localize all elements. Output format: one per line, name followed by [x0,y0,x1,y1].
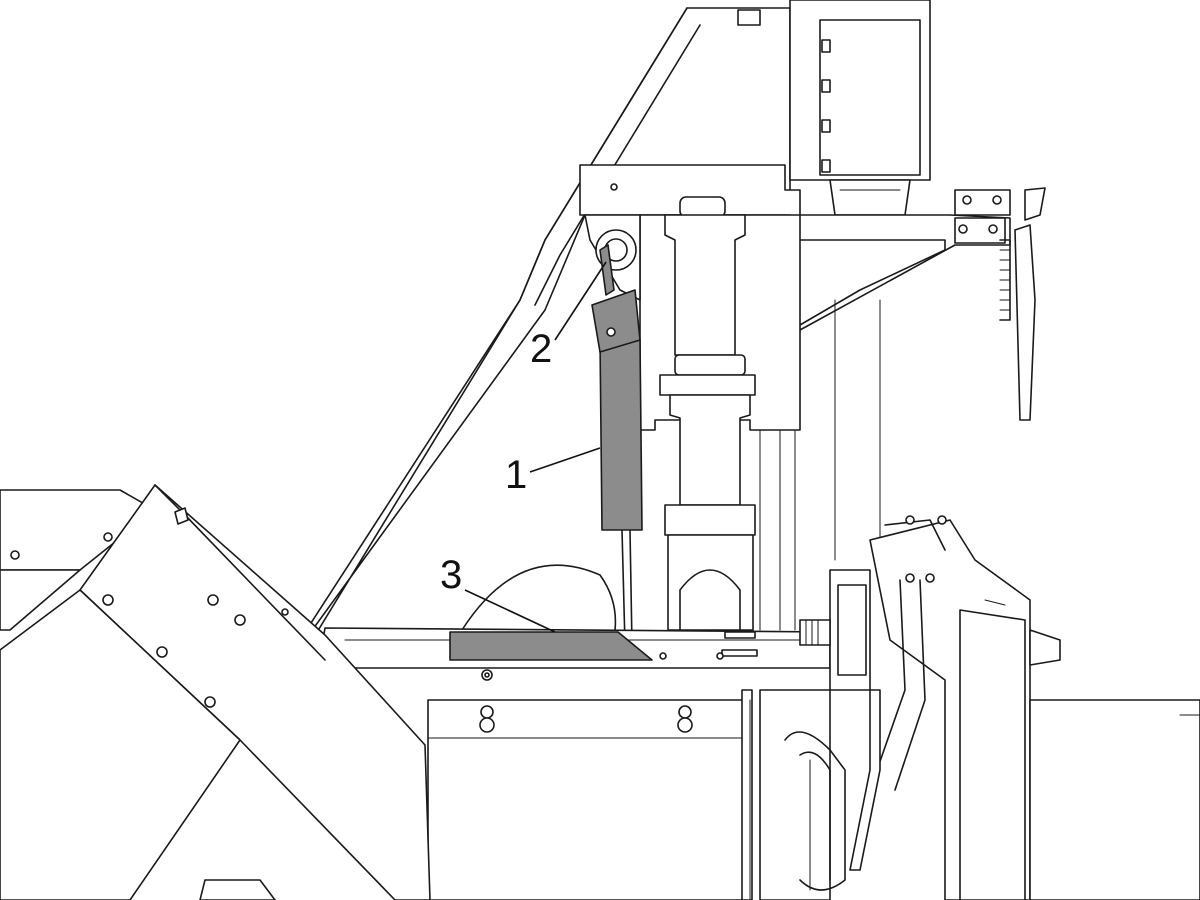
left-chute [0,484,431,900]
callout-1: 1 [505,447,601,497]
semicircle-guard [461,564,617,631]
callout-2: 2 [530,261,607,371]
right-mechanism [799,515,1200,900]
base-plate [319,627,831,681]
callout-3-leader [464,589,556,633]
callout-1-label: 1 [505,453,527,497]
upper-pivot [584,214,641,301]
lower-drum [759,689,846,900]
press-column [639,196,881,631]
gas-strut [591,244,643,655]
callout-2-label: 2 [530,327,552,371]
side-grille [999,224,1036,421]
motor-housing [789,0,931,216]
lower-cabinet [427,689,753,900]
callout-3-label: 3 [440,553,462,597]
callout-3: 3 [440,553,556,633]
callout-1-leader [529,447,601,473]
callout-2-leader [554,261,607,341]
